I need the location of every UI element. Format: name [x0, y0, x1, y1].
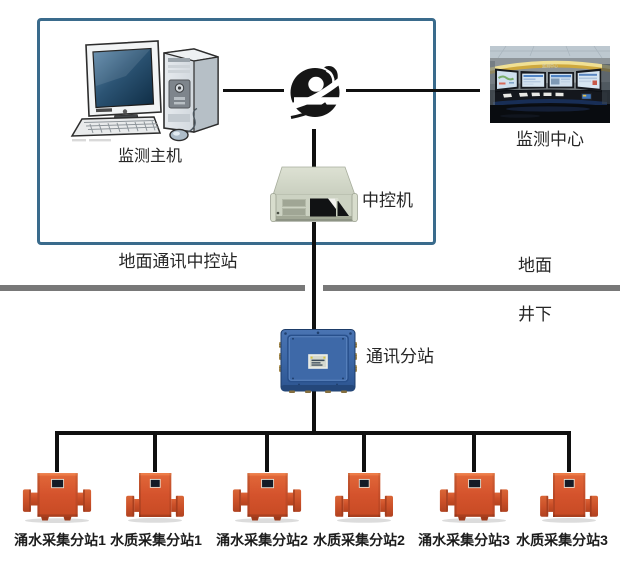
- drop-line-5: [472, 431, 476, 472]
- wire-host-internet-center: [223, 89, 480, 92]
- drop-line-4: [362, 431, 366, 472]
- device-label-3: 涌水采集分站2: [216, 532, 308, 548]
- ground-boundary-bar-right: [323, 285, 620, 291]
- control-machine-label: 中控机: [362, 191, 413, 210]
- device-quality-1: [125, 472, 185, 523]
- device-label-4: 水质采集分站2: [313, 532, 405, 548]
- control-room-wall-glow-text: 监测中心: [542, 63, 558, 69]
- monitoring-center-photo: 监测中心: [490, 46, 610, 123]
- underground-label: 井下: [518, 305, 552, 324]
- substation-illustration: [279, 329, 357, 393]
- internet-icon: [284, 63, 346, 129]
- wire-controlmachine-substation: [312, 222, 316, 332]
- device-label-2: 水质采集分站1: [110, 532, 202, 548]
- ground-boundary-bar-left: [0, 285, 305, 291]
- surface-label: 地面: [518, 256, 552, 275]
- control-machine-illustration: [270, 166, 358, 222]
- device-label-6: 水质采集分站3: [516, 532, 608, 548]
- drop-line-6: [567, 431, 571, 472]
- monitoring-host-illustration: [70, 40, 219, 142]
- ground-station-group-box: [37, 18, 436, 245]
- device-label-5: 涌水采集分站3: [418, 532, 510, 548]
- device-quality-3: [539, 472, 599, 523]
- device-inflow-3: [439, 472, 509, 523]
- drop-line-3: [265, 431, 269, 472]
- monitoring-center-label: 监测中心: [516, 130, 584, 149]
- wire-substation-bus: [312, 391, 316, 433]
- monitoring-host-label: 监测主机: [117, 148, 182, 165]
- drop-line-2: [153, 431, 157, 472]
- device-inflow-2: [232, 472, 302, 523]
- drop-line-1: [55, 431, 59, 472]
- device-label-1: 涌水采集分站1: [14, 532, 106, 548]
- bus-line: [55, 431, 571, 435]
- substation-label: 通讯分站: [366, 347, 434, 366]
- device-inflow-1: [22, 472, 92, 523]
- device-quality-2: [334, 472, 394, 523]
- ground-station-caption: 地面通讯中控站: [118, 252, 238, 271]
- wire-internet-controlmachine: [312, 117, 316, 168]
